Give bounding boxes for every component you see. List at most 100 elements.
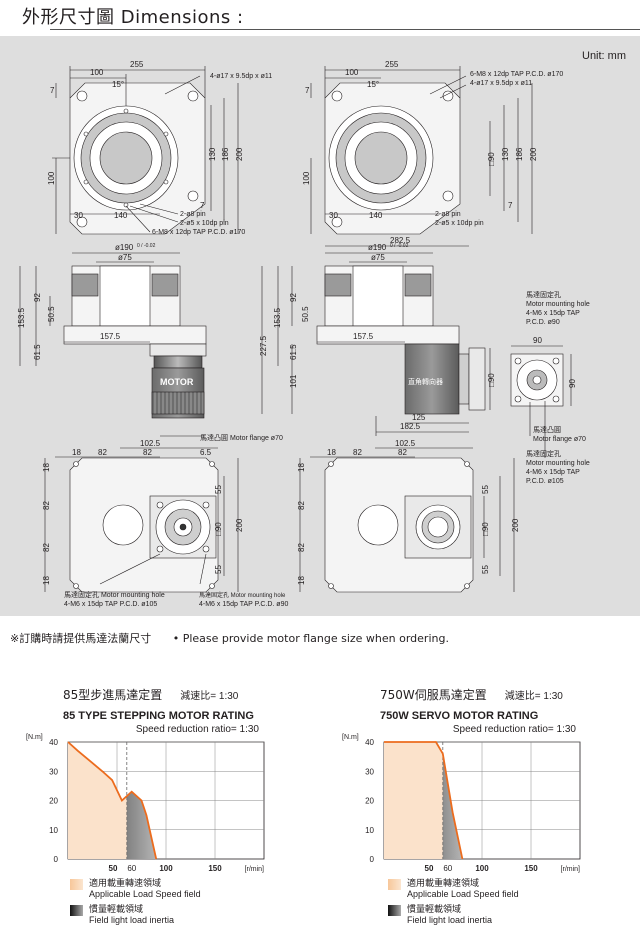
dim-7b: 7 bbox=[508, 201, 513, 210]
series-line bbox=[67, 741, 158, 860]
legend-en: Applicable Load Speed field bbox=[89, 889, 201, 899]
inertia-region bbox=[442, 753, 463, 859]
dim-200: 200 bbox=[235, 518, 244, 532]
dim-102-5: 102.5 bbox=[140, 439, 161, 448]
x-tick-label: 60 bbox=[127, 864, 136, 873]
note-en: • Please provide motor flange size when … bbox=[172, 632, 449, 645]
dim-82: 82 bbox=[353, 448, 362, 457]
bottom-left-top-view bbox=[44, 435, 239, 593]
note-zh: ※訂購時請提供馬達法蘭尺寸 bbox=[10, 632, 152, 645]
y-tick-label: 40 bbox=[365, 738, 374, 747]
dim-18v2: 18 bbox=[297, 576, 306, 585]
chart-1-subtitle: Speed reduction ratio= 1:30 bbox=[135, 724, 259, 735]
callout-holes: 4-ø17 x 9.5dp x ø11 bbox=[470, 80, 532, 87]
x-tick-label: 100 bbox=[475, 864, 489, 873]
gearbox-label: 直角轉向器 bbox=[408, 377, 443, 386]
dim-101: 101 bbox=[289, 374, 298, 388]
header-divider bbox=[50, 29, 640, 30]
dim-55: 55 bbox=[214, 485, 223, 494]
bottom-left-dim-text: 馬達凸圓 Motor flange ø70 102.5 18 82 82 6.5… bbox=[42, 433, 288, 608]
dim-7b: 7 bbox=[200, 201, 205, 210]
y-tick-label: 30 bbox=[49, 767, 58, 776]
callout-pin5: 2-ø5 x 10dp pin bbox=[435, 220, 484, 227]
dim-15deg: 15° bbox=[367, 80, 379, 89]
callout-pin5: 2-ø5 x 10dp pin bbox=[180, 220, 229, 227]
dim-82v: 82 bbox=[42, 501, 51, 510]
x-tick-label: 150 bbox=[208, 864, 222, 873]
dim-100v: 100 bbox=[47, 171, 56, 185]
chart-2-ratio-zh: 減速比= 1:30 bbox=[504, 691, 563, 702]
top-right-dim-text: 255 100 15° 7 100 □90 130 186 200 30 140… bbox=[302, 60, 563, 227]
dim-182-5: 182.5 bbox=[400, 422, 421, 431]
dim-130: 130 bbox=[501, 147, 510, 161]
callout-pin8: 2-ø8 pin bbox=[435, 211, 461, 218]
dim-tolerance: 0 / -0.02 bbox=[390, 243, 409, 249]
legend-en: Field light load inertia bbox=[407, 915, 493, 925]
side-flange-view bbox=[510, 345, 572, 458]
motor-label: MOTOR bbox=[160, 377, 194, 387]
inertia-region bbox=[126, 791, 157, 859]
hole2-zh: 馬達固定孔 bbox=[526, 449, 561, 458]
drawing-svg: 255 100 15° 7 100 130 186 200 30 140 7 4… bbox=[17, 60, 590, 608]
y-tick-label: 40 bbox=[49, 738, 58, 747]
legend-swatch-gray bbox=[70, 905, 83, 916]
dim-100: 100 bbox=[90, 68, 104, 77]
dim-30: 30 bbox=[329, 211, 338, 220]
dim-55b: 55 bbox=[214, 565, 223, 574]
callout-en: Motor mounting hole bbox=[526, 301, 590, 308]
dim-82b: 82 bbox=[143, 448, 152, 457]
y-tick-label: 30 bbox=[365, 767, 374, 776]
dim-18v2: 18 bbox=[42, 576, 51, 585]
dim-153-5: 153.5 bbox=[273, 307, 282, 328]
dim-18: 18 bbox=[72, 448, 81, 457]
dim-200: 200 bbox=[511, 518, 520, 532]
legend-en: Applicable Load Speed field bbox=[407, 889, 519, 899]
flange-callout: 馬達凸圓 Motor flange ø70 bbox=[200, 433, 283, 442]
dim-125: 125 bbox=[412, 413, 426, 422]
dim-92: 92 bbox=[289, 293, 298, 302]
y-tick-label: 20 bbox=[49, 797, 58, 806]
dim-sq90: □90 bbox=[214, 522, 223, 536]
dim-227-5: 227.5 bbox=[259, 335, 268, 356]
page-title: 外形尺寸圖 Dimensions : bbox=[22, 7, 244, 28]
dim-140: 140 bbox=[114, 211, 128, 220]
x-tick-label: 50 bbox=[425, 864, 434, 873]
dim-82v2: 82 bbox=[42, 543, 51, 552]
x-tick-label: 50 bbox=[109, 864, 118, 873]
chart-1-title-zh: 85型步進馬達定置 bbox=[63, 688, 163, 702]
y-tick-label: 10 bbox=[365, 826, 374, 835]
dim-102-5: 102.5 bbox=[395, 439, 416, 448]
y-tick-label: 10 bbox=[49, 826, 58, 835]
dim-100v: 100 bbox=[302, 171, 311, 185]
dim-200: 200 bbox=[529, 147, 538, 161]
dim-7: 7 bbox=[305, 86, 310, 95]
chart-1-title-en: 85 TYPE STEPPING MOTOR RATING bbox=[63, 710, 254, 722]
bottom-right-top-view bbox=[299, 447, 515, 593]
top-left-dim-text: 255 100 15° 7 100 130 186 200 30 140 7 4… bbox=[47, 60, 272, 236]
callout-tap: 6-M8 x 12dp TAP P.C.D. ø170 bbox=[470, 71, 563, 78]
y-tick-label: 20 bbox=[365, 797, 374, 806]
chart-1-header: 85型步進馬達定置 減速比= 1:30 85 TYPE STEPPING MOTO… bbox=[63, 686, 323, 735]
hole2-spec: 4-M6 x 15dp TAP bbox=[526, 469, 580, 476]
top-right-plan-view bbox=[310, 66, 533, 235]
dim-61-5: 61.5 bbox=[289, 344, 298, 360]
top-left-plan-view bbox=[52, 66, 239, 235]
x-tick-label: 60 bbox=[443, 864, 452, 873]
chart-1-ratio-zh: 減速比= 1:30 bbox=[180, 691, 239, 702]
chart-2-title-zh: 750W伺服馬達定置 bbox=[380, 688, 487, 702]
x-tick-label: 150 bbox=[524, 864, 538, 873]
legend-swatch-gray bbox=[388, 905, 401, 916]
dim-d190: ø190 bbox=[115, 243, 134, 252]
callout-pcd: P.C.D. ø90 bbox=[526, 319, 560, 326]
flange-zh: 馬達凸圓 bbox=[533, 425, 561, 434]
dim-90h: 90 bbox=[533, 336, 542, 345]
bottom-right-dim-text: 102.5 18 82 82 18 82 82 18 55 □90 200 55 bbox=[297, 439, 520, 585]
callout1: 馬達固定孔 Motor mounting hole bbox=[64, 590, 165, 599]
legend-zh: 適用載重轉速領域 bbox=[407, 878, 480, 888]
mid-right-dim-text: 282.5 ø190 0 / -0.02 ø75 92 153.5 50.5 2… bbox=[259, 236, 496, 431]
